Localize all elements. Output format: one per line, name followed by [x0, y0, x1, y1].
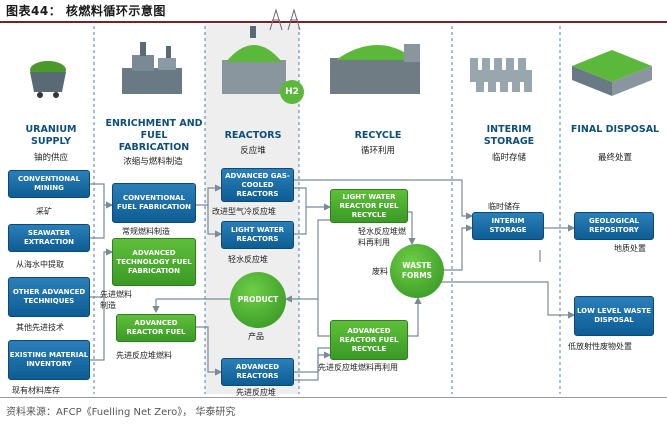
subheading-reactors: 反应堆 [240, 146, 266, 156]
interim-storage-casks-illustration [470, 58, 532, 92]
circle-waste-forms: WASTE FORMS [390, 244, 444, 298]
box-advanced-technology-fuel-fabrication: ADVANCED TECHNOLOGY FUEL FABRICATION [112, 238, 196, 286]
label-waste-forms: 废料 [372, 267, 388, 276]
label-interim-storage: 临时储存 [488, 202, 520, 211]
hydrogen-badge: H2 [280, 80, 304, 104]
label-low-level-waste-disposal: 低放射性废物处置 [568, 342, 632, 351]
box-advanced-reactors: ADVANCED REACTORS [221, 358, 294, 386]
title-rule [0, 21, 667, 23]
power-pylon-illustration [269, 8, 301, 31]
label-other-advanced-techniques: 其他先进技术 [16, 323, 64, 332]
box-seawater-extraction: SEAWATER EXTRACTION [8, 224, 90, 252]
label-light-water-reactor-fuel-recycle: 轻水反应堆燃料再利用 [358, 227, 406, 247]
hydrogen-badge-text: H2 [285, 87, 299, 97]
label-advanced-reactor-fuel: 先进反应堆燃料 [116, 351, 172, 360]
subheading-enrichment-fabrication: 浓缩与燃料制造 [123, 157, 183, 167]
label-product: 产品 [248, 332, 264, 341]
box-light-water-reactor-fuel-recycle: LIGHT WATER REACTOR FUEL RECYCLE [330, 189, 408, 223]
label-advanced-technology-fuel-fabrication: 先进燃料制造 [100, 290, 132, 310]
box-interim-storage: INTERIM STORAGE [472, 212, 544, 240]
flow-arrows [90, 179, 576, 381]
box-advanced-gas-cooled-reactors: ADVANCED GAS-COOLED REACTORS [221, 168, 294, 202]
label-advanced-reactors: 先进反应堆 [236, 388, 276, 397]
box-existing-material-inventory: EXISTING MATERIAL INVENTORY [8, 340, 90, 380]
label-light-water-reactors: 轻水反应堆 [228, 255, 268, 264]
box-conventional-mining: CONVENTIONAL MINING [8, 170, 90, 198]
reactor-dome-illustration [222, 26, 286, 94]
heading-recycle: RECYCLE [354, 130, 402, 141]
subheading-interim-storage: 临时存储 [491, 153, 526, 163]
label-conventional-mining: 采矿 [36, 207, 52, 216]
recycle-plant-illustration [330, 44, 420, 94]
label-advanced-reactor-fuel-recycle: 先进反应堆燃料再利用 [318, 363, 398, 372]
box-advanced-reactor-fuel-recycle: ADVANCED REACTOR FUEL RECYCLE [330, 320, 408, 360]
mine-cart-illustration [30, 61, 66, 98]
box-advanced-reactor-fuel: ADVANCED REACTOR FUEL [116, 314, 196, 342]
box-other-advanced-techniques: OTHER ADVANCED TECHNIQUES [8, 277, 90, 317]
subheading-recycle: 循环利用 [360, 146, 395, 156]
label-conventional-fuel-fabrication: 常规燃料制造 [122, 227, 170, 236]
box-light-water-reactors: LIGHT WATER REACTORS [221, 221, 294, 249]
heading-final-disposal: FINAL DISPOSAL [570, 124, 660, 135]
label-advanced-gas-cooled-reactors: 改进型气冷反应堆 [212, 207, 276, 216]
heading-interim-storage: INTERIM STORAGE [483, 124, 535, 147]
heading-enrichment-fabrication: ENRICHMENT AND FUEL FABRICATION [105, 118, 203, 153]
enrichment-plant-illustration [122, 42, 182, 94]
subheading-final-disposal: 最终处置 [597, 153, 632, 163]
footer-rule [0, 397, 667, 398]
label-geological-repository: 地质处置 [614, 244, 646, 253]
heading-reactors: REACTORS [224, 130, 282, 141]
disposal-site-illustration [572, 50, 652, 96]
figure-title: 图表44： 核燃料循环示意图 [6, 4, 166, 18]
source-note: 资料来源：AFCP《Fuelling Net Zero》， 华泰研究 [6, 407, 236, 418]
circle-product: PRODUCT [230, 272, 286, 328]
heading-uranium-supply: URANIUM SUPPLY [25, 124, 77, 147]
box-low-level-waste-disposal: LOW LEVEL WASTE DISPOSAL [574, 296, 654, 336]
label-existing-material-inventory: 现有材料库存 [12, 386, 60, 395]
label-seawater-extraction: 从海水中提取 [16, 260, 64, 269]
box-geological-repository: GEOLOGICAL REPOSITORY [574, 212, 654, 240]
box-conventional-fuel-fabrication: CONVENTIONAL FUEL FABRICATION [112, 183, 196, 223]
subheading-uranium-supply: 铀的供应 [33, 153, 68, 163]
